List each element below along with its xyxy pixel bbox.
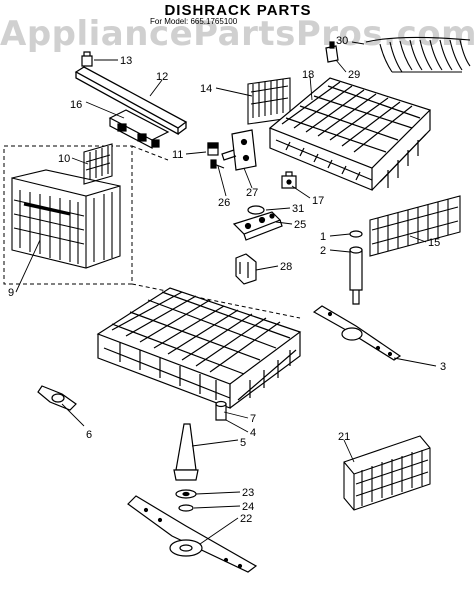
leader-lines [15, 41, 437, 545]
callout-29: 29 [348, 69, 360, 81]
callout-26: 26 [218, 197, 230, 209]
callout-28: 28 [280, 261, 292, 273]
callout-24: 24 [242, 501, 254, 513]
callout-31: 31 [292, 203, 304, 215]
part-6-wheel [37, 385, 77, 411]
callout-4: 4 [250, 427, 256, 439]
part-15-tine-row [369, 195, 461, 257]
part-26-screw [210, 159, 225, 169]
callout-23: 23 [242, 487, 254, 499]
part-5-lower-spray-tube [173, 423, 199, 481]
callout-10: 10 [58, 153, 70, 165]
lower-rack [96, 287, 302, 409]
callout-6: 6 [86, 429, 92, 441]
callout-14: 14 [200, 83, 212, 95]
part-22-lower-spray-arm [127, 495, 258, 573]
part-14-tine-row [247, 77, 291, 125]
part-16-bracket [108, 109, 170, 149]
part-28-adjuster [235, 253, 257, 285]
callout-16: 16 [70, 99, 82, 111]
part-13-clip [81, 51, 93, 67]
callout-13: 13 [120, 55, 132, 67]
part-11-clip [207, 142, 219, 156]
callout-9: 9 [8, 287, 14, 299]
callout-11: 11 [172, 149, 183, 161]
page-title: DISHRACK PARTS [164, 2, 312, 19]
callout-1: 1 [320, 231, 326, 243]
part-12-rail [74, 66, 188, 136]
callout-25: 25 [294, 219, 306, 231]
callout-5: 5 [240, 437, 246, 449]
part-17-clip [281, 171, 297, 189]
part-23-24-washers [175, 489, 197, 512]
part-1-2-spray-tube [349, 230, 363, 305]
part-31-cap [247, 205, 265, 215]
callout-3: 3 [440, 361, 446, 373]
watermark: AppliancePartsPros.com [0, 14, 476, 54]
part-25-bracket [232, 211, 283, 241]
callout-21: 21 [338, 431, 350, 443]
callout-12: 12 [156, 71, 168, 83]
silverware-basket [11, 169, 121, 269]
model-subtitle: For Model: 665.1765100 [150, 17, 238, 26]
callout-15: 15 [428, 237, 440, 249]
part-21-small-basket [343, 435, 431, 511]
part-9-basket-group [3, 145, 301, 319]
callout-30: 30 [336, 35, 348, 47]
part-29-clip [325, 41, 339, 63]
part-18-upper-rack [268, 77, 432, 191]
callout-27: 27 [246, 187, 258, 199]
callout-labels: 13 12 16 14 18 29 30 10 11 27 17 26 31 2… [8, 35, 446, 525]
callout-22: 22 [240, 513, 252, 525]
part-7-4-hub [215, 400, 227, 421]
callout-18: 18 [302, 69, 314, 81]
part-30-tine-row [365, 36, 471, 73]
callout-17: 17 [312, 195, 324, 207]
part-10-basket-lid [83, 143, 113, 185]
part-3-upper-spray-arm [312, 305, 402, 361]
callout-7: 7 [250, 413, 256, 425]
callout-2: 2 [320, 245, 326, 257]
part-27-bracket [221, 129, 257, 171]
